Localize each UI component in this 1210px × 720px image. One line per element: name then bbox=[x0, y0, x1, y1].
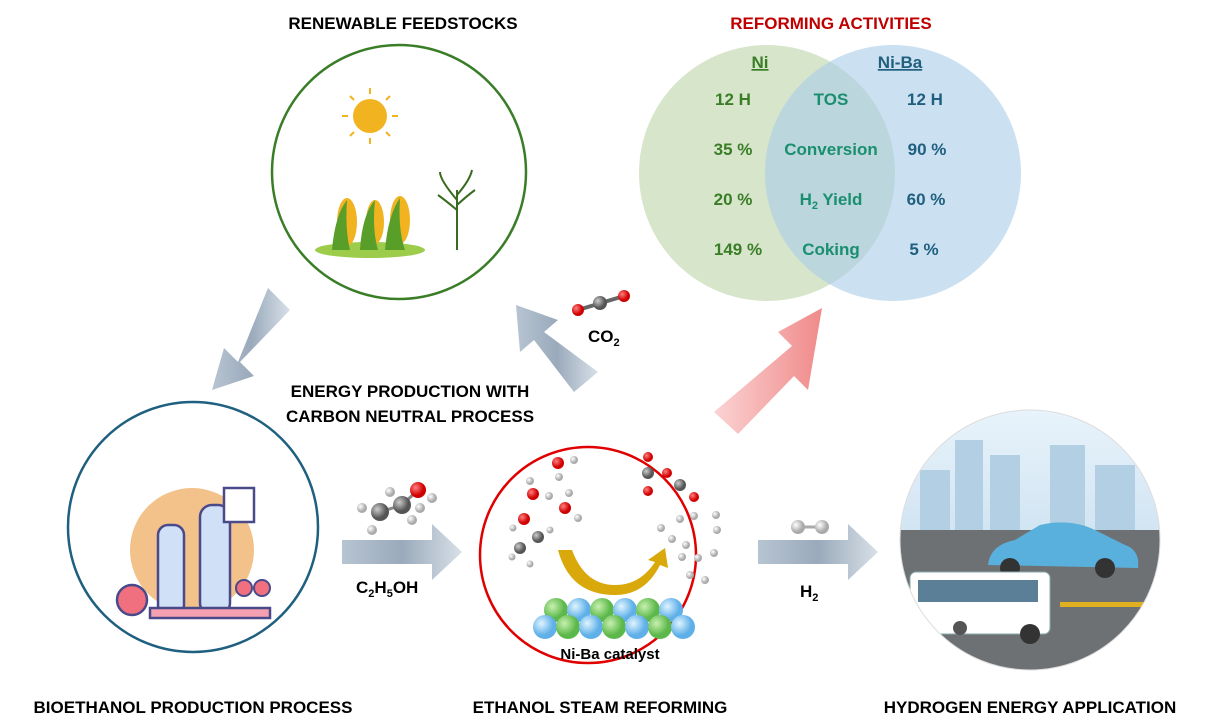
arrow-h2 bbox=[758, 524, 878, 580]
ethanol-label: C2H5OH bbox=[356, 578, 418, 600]
hydrogen-application-illustration bbox=[900, 410, 1160, 670]
ethanol-molecule-icon bbox=[357, 482, 437, 535]
esr-title: ETHANOL STEAM REFORMING bbox=[473, 698, 728, 717]
co2-molecule-icon bbox=[572, 290, 630, 316]
venn-ni-label: Ni bbox=[752, 53, 769, 72]
venn-diagram: Ni Ni-Ba 12 H 35 % 20 % 149 % TOS Conver… bbox=[639, 45, 1021, 301]
ni-coking: 149 % bbox=[714, 240, 762, 259]
bus-icon bbox=[909, 571, 1051, 644]
bioethanol-plant-illustration bbox=[66, 400, 320, 654]
sun-icon bbox=[342, 88, 398, 144]
reaction-arrow-icon bbox=[558, 548, 668, 595]
center-title-line1: ENERGY PRODUCTION WITH bbox=[291, 382, 530, 401]
feedstocks-illustration bbox=[270, 43, 528, 301]
niba-coking: 5 % bbox=[909, 240, 938, 259]
arrow-feedstock-to-bioethanol bbox=[212, 288, 290, 390]
hydrogen-title: HYDROGEN ENERGY APPLICATION bbox=[884, 698, 1177, 717]
metric-tos: TOS bbox=[814, 90, 849, 109]
water-molecules-icon bbox=[526, 456, 582, 522]
metric-coking: Coking bbox=[802, 240, 860, 259]
bioethanol-title: BIOETHANOL PRODUCTION PROCESS bbox=[34, 698, 353, 717]
niba-conversion: 90 % bbox=[908, 140, 947, 159]
center-title-line2: CARBON NEUTRAL PROCESS bbox=[286, 407, 534, 426]
ni-h2-yield: 20 % bbox=[714, 190, 753, 209]
metric-conversion: Conversion bbox=[784, 140, 878, 159]
sugarcane-icon bbox=[437, 169, 476, 250]
metric-h2-yield: H2 Yield bbox=[800, 190, 863, 212]
corn-icon bbox=[315, 196, 425, 258]
ni-tos: 12 H bbox=[715, 90, 751, 109]
co2-products-icon bbox=[642, 452, 699, 502]
catalyst-label: Ni-Ba catalyst bbox=[560, 646, 659, 663]
catalyst-spheres-icon bbox=[533, 598, 695, 639]
car-icon bbox=[988, 522, 1139, 578]
h2-label: H2 bbox=[800, 582, 818, 604]
esr-illustration: Ni-Ba catalyst bbox=[478, 445, 721, 665]
reforming-title: REFORMING ACTIVITIES bbox=[730, 14, 932, 33]
venn-niba-label: Ni-Ba bbox=[878, 53, 923, 72]
ni-conversion: 35 % bbox=[714, 140, 753, 159]
co2-label: CO2 bbox=[588, 327, 620, 349]
arrow-esr-to-venn bbox=[714, 308, 822, 434]
arrow-ethanol bbox=[342, 524, 462, 580]
h2-molecule-icon bbox=[791, 520, 829, 534]
arrow-co2-to-feedstock bbox=[516, 305, 598, 392]
feedstocks-title: RENEWABLE FEEDSTOCKS bbox=[288, 14, 517, 33]
niba-h2-yield: 60 % bbox=[907, 190, 946, 209]
ethanol-molecule-small-icon bbox=[508, 513, 554, 568]
h2-products-icon bbox=[657, 511, 721, 584]
niba-tos: 12 H bbox=[907, 90, 943, 109]
